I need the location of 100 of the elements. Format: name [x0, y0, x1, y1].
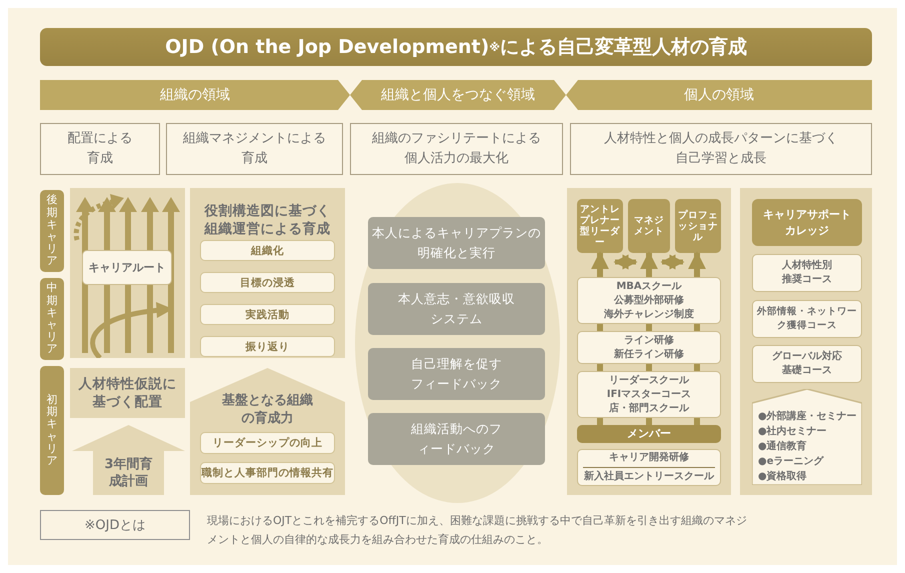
house-shape: [190, 368, 345, 495]
process-box: [368, 413, 545, 465]
note-text: 現場におけるOJTとこれを補完するOffJTに加え、困難な課題に挑戦する中で自己革新を引き出す組織のマネジメントと個人の自律的な成長力を組み合わせた育成の仕組みのこと。: [207, 513, 748, 548]
house-label: ●資格取得: [758, 470, 807, 484]
heading-text: 組織マネジメントによる育成: [182, 130, 327, 168]
title-banner: OJD (On the Jop Development)$^{※}$による自己変革型人材の育成: [40, 28, 872, 66]
connector-bar: [597, 324, 603, 331]
heading-box: [570, 123, 872, 175]
note-box: [40, 510, 190, 540]
stage-label: 中期キャリア: [46, 282, 58, 356]
course-box: [577, 449, 721, 486]
arrow: [640, 251, 658, 277]
course-text: IFIマスターコース: [606, 388, 692, 402]
course-text: MBAスクール: [616, 280, 682, 294]
course-box: [752, 345, 862, 383]
connector-bar: [646, 364, 652, 371]
heading-text: 組織のファシリテートによる個人活力の最大化: [371, 130, 542, 168]
item-box: [200, 304, 335, 325]
box-text: 組織活動へのフィードバック: [410, 420, 503, 458]
connector-bar: [694, 324, 700, 331]
track-label: マネジメント: [633, 215, 665, 237]
house-label: ●通信教育: [758, 439, 807, 454]
item-box: [200, 240, 335, 261]
house-shape: [752, 389, 862, 485]
house-label: 基盤となる組織の育成力: [221, 392, 314, 428]
course-text: 新入社員エントリースクール: [583, 467, 715, 484]
course-text: キャリア開発研修: [609, 451, 689, 465]
stage-bar: [40, 366, 64, 495]
course-box: [752, 300, 862, 338]
college-box: [752, 199, 862, 246]
item-label: 職制と人事部門の情報共有: [202, 466, 334, 481]
heading-box: [166, 123, 343, 175]
course-box: [577, 277, 721, 324]
panel-background: [567, 188, 731, 495]
panel: [190, 188, 345, 358]
course-text: 公募型外部研修: [614, 294, 684, 308]
track-box: [628, 199, 670, 253]
item-box: [200, 272, 335, 293]
course-text: 人材特性別推奨コース: [780, 259, 833, 287]
box-text: 本人意志・意欲吸収システム: [397, 290, 516, 328]
item-label: 実践活動: [246, 308, 290, 322]
course-box: [577, 371, 721, 418]
band-label: 個人の領域: [684, 86, 754, 104]
item-box: [200, 336, 335, 357]
connector-bar: [597, 364, 603, 371]
connector-bar: [646, 418, 652, 425]
arrow-label: 3年間育成計画: [103, 456, 154, 490]
box-text: 本人によるキャリアプランの明確化と実行: [371, 224, 542, 262]
route-tag: [82, 250, 172, 285]
house-label: ●外部講座・セミナー: [758, 409, 857, 424]
connector-bar: [694, 364, 700, 371]
item-label: リーダーシップの向上: [212, 436, 322, 451]
panel-text: 人材特性仮説に基づく配置: [78, 375, 177, 411]
course-text: 外部情報・ネットワーク獲得コース: [756, 305, 858, 333]
process-box: [368, 283, 545, 335]
stage-label: 初期キャリア: [46, 394, 58, 468]
course-box: [577, 331, 721, 364]
panel-text: 役割構造図に基づく組織運営による育成: [203, 202, 332, 238]
item-label: 振り返り: [246, 340, 290, 354]
process-box: [368, 217, 545, 269]
track-box: [675, 199, 721, 253]
arrow: [660, 254, 684, 270]
college-label: キャリアサポートカレッジ: [762, 206, 852, 238]
heading-box: [350, 123, 563, 175]
arrow: [614, 254, 638, 270]
track-label: アントレプレナー型リーダー: [579, 204, 621, 248]
band-label: 組織と個人をつなぐ領域: [381, 86, 535, 104]
bar-label: メンバー: [627, 426, 671, 442]
band-label: 組織の領域: [160, 86, 230, 104]
arrow: [591, 251, 609, 277]
connector-bar: [694, 418, 700, 425]
box-text: 自己理解を促すフィードバック: [410, 355, 503, 393]
arrow: [688, 251, 706, 277]
heading-text: 配置による育成: [67, 130, 133, 168]
process-box: [368, 348, 545, 400]
item-box: [200, 432, 335, 454]
item-label: 目標の浸透: [240, 276, 295, 290]
connector-bar: [597, 418, 603, 425]
stage-bar: [40, 278, 64, 360]
item-label: 組織化: [251, 244, 284, 258]
house-label: ●社内セミナー: [758, 424, 827, 439]
stage-bar: [40, 190, 64, 272]
stage-label: 後期キャリア: [46, 194, 58, 268]
course-text: 海外チャレンジ制度: [604, 308, 694, 322]
panel: [70, 368, 185, 418]
domain-band: [566, 80, 872, 110]
heading-box: [40, 123, 160, 175]
note-label: ※OJDとは: [84, 517, 146, 534]
domain-band: [40, 80, 350, 110]
member-bar: [577, 425, 721, 443]
course-text: ライン研修: [624, 334, 674, 348]
panel-background: [740, 188, 872, 495]
course-text: グローバル対応基礎コース: [771, 350, 843, 378]
oval-background: [355, 183, 560, 503]
tag-label: キャリアルート: [88, 260, 166, 276]
house-label: ●eラーニング: [758, 455, 824, 469]
connector-bar: [646, 324, 652, 331]
item-box: [200, 462, 335, 484]
course-box: [752, 254, 862, 292]
course-text: リーダースクール: [609, 374, 689, 388]
